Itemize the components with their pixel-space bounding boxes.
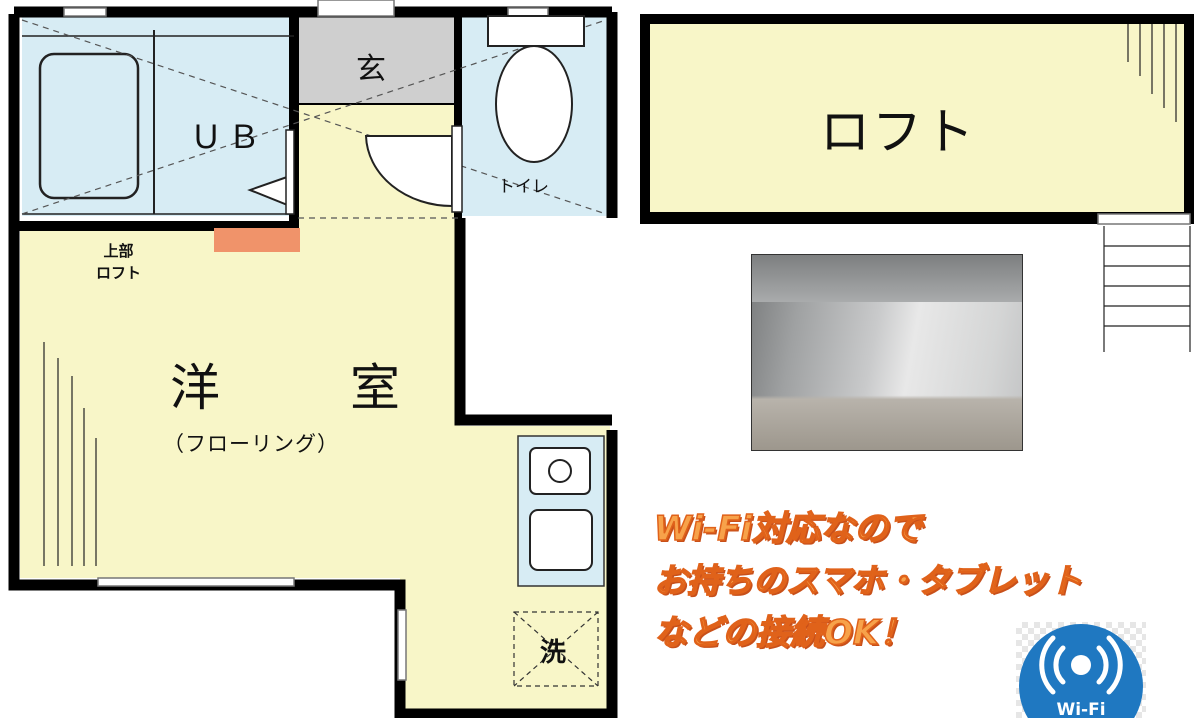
loft-access-marker: [214, 228, 300, 252]
upper-loft-label: 上部 ロフト: [96, 240, 141, 284]
loft-label: ロフト: [820, 103, 976, 161]
promo-line-2: お持ちのスマホ・タブレット: [653, 561, 1083, 600]
promo-line-3: などの接続OK！: [653, 613, 914, 653]
entrance-label: 玄: [356, 52, 386, 87]
room-photo: [751, 254, 1023, 451]
wifi-promo-text: Wi-Fi対応なので お持ちのスマホ・タブレット などの接続OK！: [653, 509, 1083, 668]
flooring-label: （フローリング）: [163, 432, 339, 456]
bathtub-icon: [22, 30, 294, 215]
toilet-label: トイレ: [498, 177, 549, 197]
stove-icon: [529, 447, 591, 495]
wifi-badge: Wi-Fi: [1016, 622, 1146, 718]
washer-label: 洗: [540, 638, 567, 668]
toilet-icon: [487, 15, 585, 163]
void-cross-lines: [21, 19, 607, 219]
door-swing-icon: [364, 135, 453, 208]
wifi-signal-icon: [1019, 624, 1143, 718]
unit-bath-label: ＵＢ: [190, 118, 267, 156]
kitchen-sink-icon: [529, 509, 593, 571]
wifi-badge-label: Wi-Fi: [1056, 700, 1106, 718]
closet-lines: [43, 342, 97, 566]
upper-loft-line2: ロフト: [96, 264, 142, 282]
washer-space: [513, 611, 599, 687]
upper-loft-line1: 上部: [103, 242, 134, 260]
ladder-icon: [1103, 226, 1191, 352]
promo-line-1: Wi-Fi対応なので: [653, 509, 923, 549]
loft-plan: [640, 14, 1194, 352]
windows: [63, 0, 549, 681]
western-room-label: 洋 室: [170, 359, 440, 417]
bath-door: [285, 129, 295, 215]
